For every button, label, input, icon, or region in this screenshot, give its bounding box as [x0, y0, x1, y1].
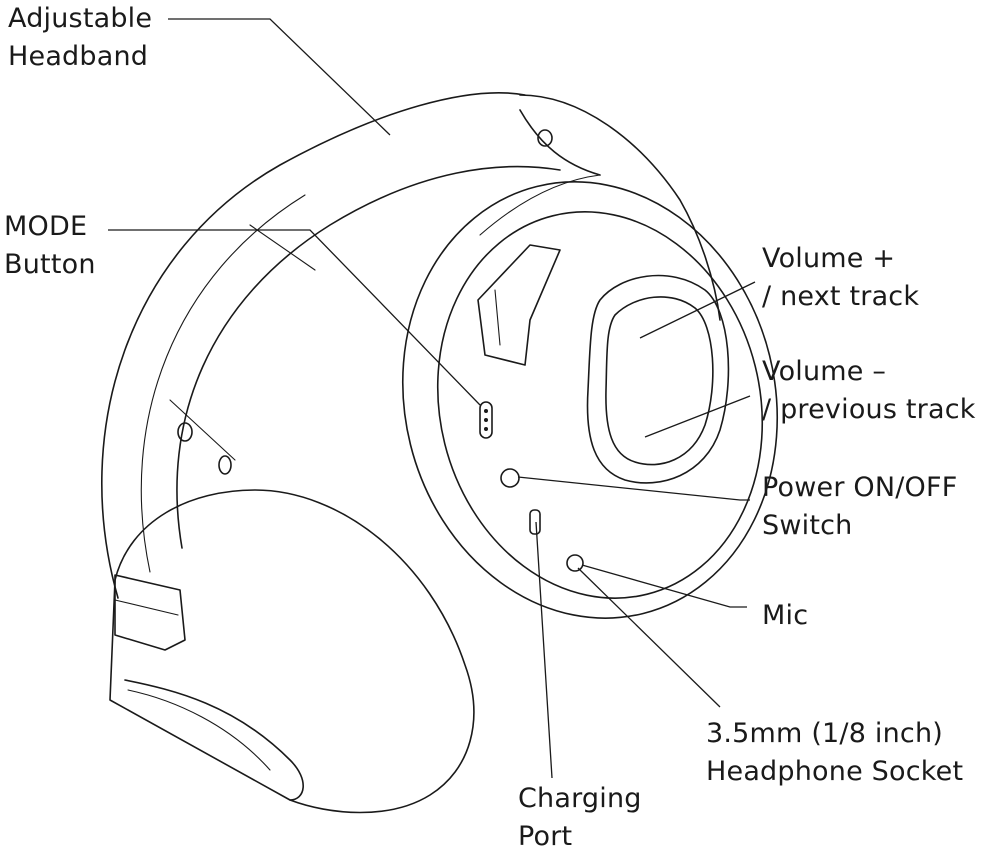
callout-mode — [108, 229, 481, 406]
touch-panel-outer — [586, 274, 730, 484]
right-yoke-inner — [519, 109, 601, 176]
callout-vol-up — [639, 281, 756, 339]
headband-hole-2 — [218, 455, 232, 475]
label-socket-line2: Headphone Socket — [706, 756, 964, 787]
label-power-line1: Power ON/OFF — [762, 472, 958, 503]
headband-inner-arc — [176, 165, 561, 549]
left-earcup-cushion — [127, 689, 271, 771]
label-headband-line1: Adjustable — [8, 3, 153, 34]
headband-hole-1 — [177, 422, 193, 442]
hinge-bracket-edge — [494, 289, 501, 346]
headband-segment-2 — [249, 224, 316, 271]
label-vol-down-line2: / previous track — [762, 394, 976, 425]
right-yoke — [519, 94, 721, 321]
headband-hole-3 — [537, 129, 553, 147]
callout-vol-down — [644, 395, 751, 438]
headband-mid-arc — [140, 194, 306, 573]
mode-button-icon — [479, 401, 493, 439]
yoke-slide — [479, 174, 601, 236]
left-earcup-outer — [109, 489, 475, 814]
label-vol-up-line1: Volume + — [762, 243, 896, 274]
label-headband-line2: Headband — [8, 41, 149, 72]
label-mic: Mic — [762, 597, 808, 635]
callout-headband — [168, 18, 391, 136]
callout-lines — [108, 18, 756, 779]
headband-segment — [169, 399, 236, 461]
touch-panel-inner — [605, 296, 714, 466]
charging-port-icon — [529, 509, 541, 535]
left-hinge-edge — [114, 599, 179, 616]
label-volume-down: Volume – / previous track — [762, 353, 976, 429]
label-vol-up-line2: / next track — [762, 281, 920, 312]
callout-mic — [581, 564, 747, 608]
left-earcup-inner — [124, 679, 304, 801]
left-hinge-block — [114, 574, 186, 651]
label-socket-line1: 3.5mm (1/8 inch) — [706, 718, 943, 749]
callout-charging — [535, 521, 553, 779]
label-charging-line2: Port — [518, 821, 573, 852]
label-mode-line2: Button — [4, 249, 96, 280]
label-mode-button: MODE Button — [4, 208, 96, 284]
mode-dot-2 — [484, 418, 488, 422]
label-mic-line1: Mic — [762, 600, 809, 631]
socket-icon — [566, 554, 584, 572]
headband-outer-arc — [101, 92, 526, 599]
mode-dot-1 — [484, 409, 488, 413]
label-headphone-socket: 3.5mm (1/8 inch) Headphone Socket — [706, 715, 963, 791]
label-mode-line1: MODE — [4, 211, 88, 242]
power-switch-icon — [500, 468, 520, 488]
right-earcup-plate — [436, 211, 764, 599]
callout-power — [517, 476, 750, 501]
mode-dot-3 — [484, 427, 488, 431]
label-volume-up: Volume + / next track — [762, 240, 919, 316]
hinge-bracket — [477, 244, 561, 366]
label-power-line2: Switch — [762, 510, 853, 541]
label-adjustable-headband: Adjustable Headband — [8, 0, 152, 76]
label-charging-line1: Charging — [518, 783, 642, 814]
label-charging-port: Charging Port — [518, 780, 642, 856]
label-vol-down-line1: Volume – — [762, 356, 887, 387]
right-earcup-shell — [401, 181, 779, 619]
callout-socket — [577, 567, 721, 708]
headphones-illustration — [101, 92, 779, 814]
label-power-switch: Power ON/OFF Switch — [762, 469, 957, 545]
